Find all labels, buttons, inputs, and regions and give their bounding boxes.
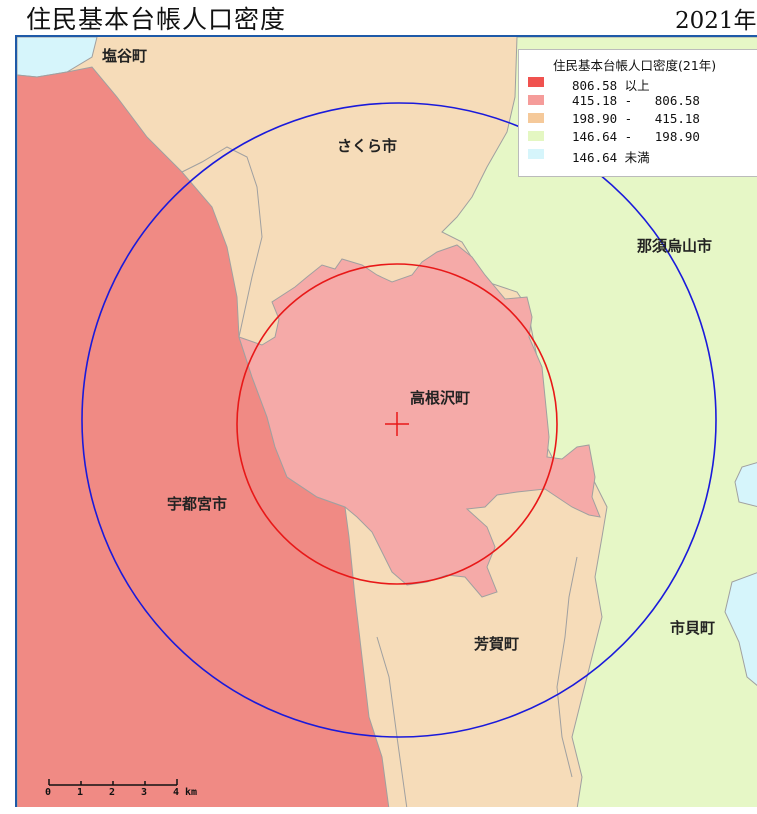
legend-swatch xyxy=(528,77,544,87)
legend-swatch xyxy=(528,131,544,141)
scale-unit: km xyxy=(185,787,198,798)
scale-tick-label: 2 xyxy=(109,787,116,798)
label-nasukarasuyama: 那須烏山市 xyxy=(637,237,713,255)
legend-entry: 806.58 以上 xyxy=(528,75,757,93)
legend-label: 415.18 - 806.58 xyxy=(572,93,700,108)
legend-entry: 146.64 未満 xyxy=(528,147,757,165)
legend-swatch xyxy=(528,95,544,105)
scale-tick-label: 0 xyxy=(45,787,52,798)
label-takanezawa: 高根沢町 xyxy=(410,389,471,407)
label-shioya: 塩谷町 xyxy=(102,47,148,65)
range-circle-inner xyxy=(236,263,558,585)
label-sakura: さくら市 xyxy=(337,137,398,155)
scale-tick-label: 1 xyxy=(77,787,84,798)
region-east-cyan-1 xyxy=(734,462,757,508)
legend-label: 198.90 - 415.18 xyxy=(572,111,700,126)
legend-entry: 415.18 - 806.58 xyxy=(528,93,757,108)
region-takanezawa xyxy=(238,244,601,598)
legend-label: 146.64 未満 xyxy=(572,150,650,165)
label-utsunomiya: 宇都宮市 xyxy=(167,495,228,513)
range-circle-outer xyxy=(81,102,717,738)
boundary-lines xyxy=(181,146,578,807)
legend-entry: 198.90 - 415.18 xyxy=(528,111,757,126)
legend: 住民基本台帳人口密度(21年) 806.58 以上 415.18 - 806.5… xyxy=(518,49,757,177)
map-year: 2021年 xyxy=(675,8,757,34)
label-ichikai: 市貝町 xyxy=(670,619,716,637)
label-haga: 芳賀町 xyxy=(474,635,520,653)
legend-entry: 146.64 - 198.90 xyxy=(528,129,757,144)
legend-title: 住民基本台帳人口密度(21年) xyxy=(553,58,717,73)
scale-bar: 0 1 2 3 4 km xyxy=(45,775,205,805)
region-east-cyan-2 xyxy=(724,572,757,686)
legend-label: 146.64 - 198.90 xyxy=(572,129,700,144)
scale-tick-label: 4 xyxy=(173,787,180,798)
map-canvas[interactable]: 塩谷町 さくら市 那須烏山市 高根沢町 宇都宮市 芳賀町 市貝町 住民基本台帳人… xyxy=(15,35,757,807)
center-marker xyxy=(385,412,409,436)
legend-swatch xyxy=(528,113,544,123)
legend-swatch xyxy=(528,149,544,159)
scale-bar-line xyxy=(48,779,178,786)
scale-tick-label: 3 xyxy=(141,787,148,798)
map-title: 住民基本台帳人口密度 xyxy=(26,5,287,34)
legend-label: 806.58 以上 xyxy=(572,78,650,93)
